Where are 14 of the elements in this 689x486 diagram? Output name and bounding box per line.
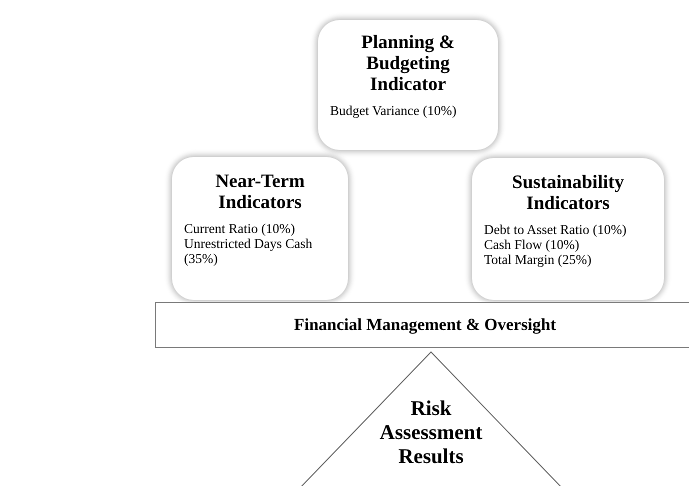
indicator-text: Budget Variance (10%) — [330, 103, 458, 118]
card-heading: Sustainability Indicators — [511, 172, 625, 214]
indicator-text: Current Ratio (10%) — [184, 221, 296, 236]
indicator-text: Debt to Asset Ratio (10%) — [484, 222, 628, 237]
indicator-card — [172, 157, 348, 300]
indicator-card — [472, 158, 664, 300]
fulcrum-label: Risk Assessment Results — [378, 396, 484, 468]
indicator-text: Unrestricted Days Cash (35%) — [184, 236, 314, 266]
indicator-card — [318, 20, 498, 150]
indicator-text: Cash Flow (10%) — [484, 237, 580, 252]
beam-bar: Financial Management & Oversight — [155, 302, 689, 348]
indicator-text: Total Margin (25%) — [484, 252, 593, 267]
card-heading: Near-Term Indicators — [214, 171, 306, 213]
card-heading: Planning & Budgeting Indicator — [360, 32, 456, 95]
